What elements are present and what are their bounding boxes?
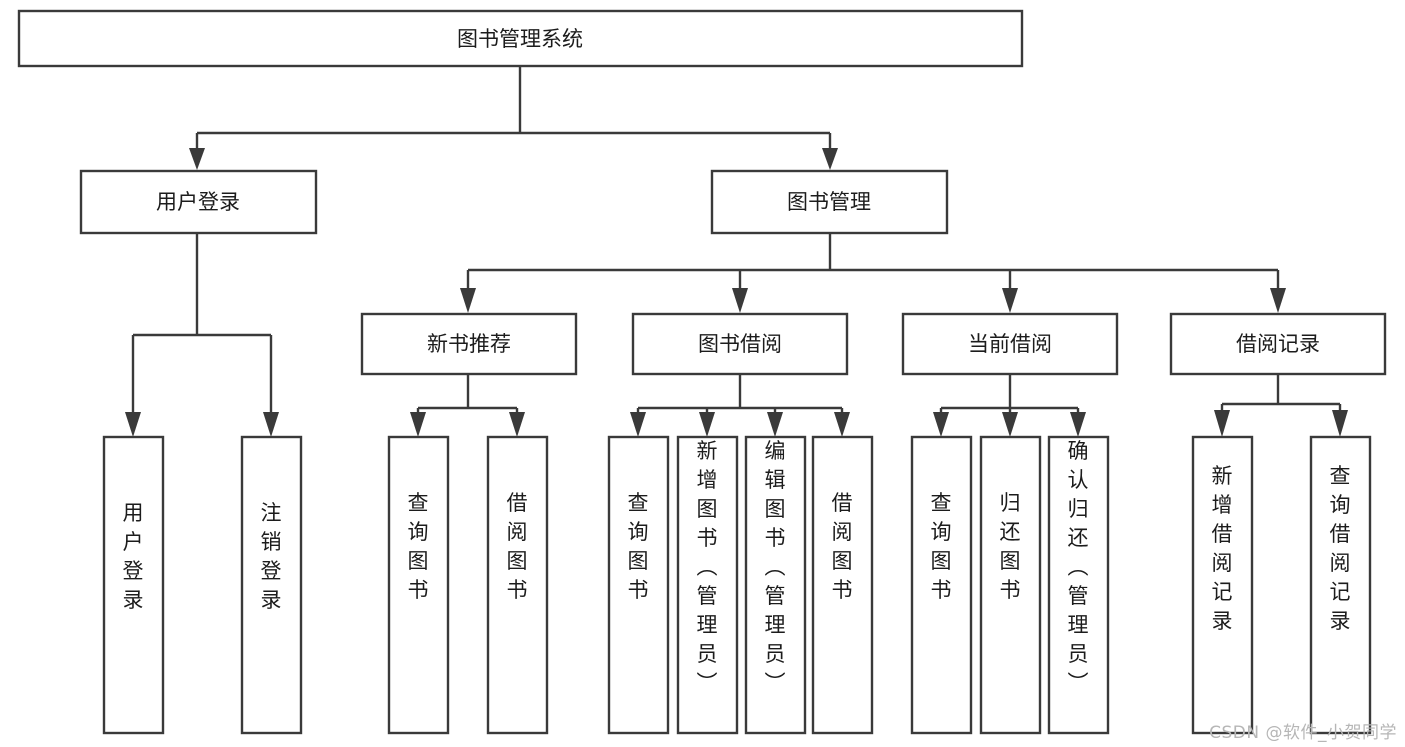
node-user-login[interactable]: 用户登录 [79, 169, 318, 235]
leaf-new-book-1-label: 查询图书 [408, 491, 429, 602]
arrow-user-login-leaf-2 [263, 412, 279, 437]
leaf-current-borrow-3-box[interactable] [1047, 435, 1110, 735]
node-book-management-box[interactable] [710, 169, 949, 235]
arrow-to-user-login [189, 148, 205, 170]
arrow-book-borrow-leaf-1 [630, 412, 646, 437]
arrow-book-borrow-leaf-3 [767, 412, 783, 437]
leaf-current-borrow-1[interactable]: 查询图书 [910, 435, 973, 735]
leaf-borrow-record-2[interactable]: 查询借阅记录 [1309, 435, 1372, 735]
node-borrow-record-box[interactable] [1169, 312, 1387, 376]
leaf-book-borrow-2-box[interactable] [676, 435, 739, 735]
arrow-to-borrow-record [1270, 288, 1286, 313]
connector-layer [125, 66, 1348, 437]
node-new-book-recommend-label: 新书推荐 [427, 332, 511, 356]
arrow-to-new-book [460, 288, 476, 313]
leaf-user-login-1-box[interactable] [102, 435, 165, 735]
arrow-new-book-leaf-1 [410, 412, 426, 437]
leaf-book-borrow-1-box[interactable] [607, 435, 670, 735]
leaf-new-book-2-label: 借阅图书 [507, 491, 528, 602]
arrow-to-current-borrow [1002, 288, 1018, 313]
node-root[interactable]: 图书管理系统 [17, 9, 1024, 68]
leaf-user-login-2[interactable]: 注销登录 [240, 435, 303, 735]
leaf-new-book-2[interactable]: 借阅图书 [486, 435, 549, 735]
leaf-current-borrow-1-label: 查询图书 [931, 491, 952, 602]
leaf-current-borrow-2-label: 归还图书 [1000, 491, 1021, 602]
leaf-borrow-record-2-box[interactable] [1309, 435, 1372, 735]
node-root-box[interactable] [17, 9, 1024, 68]
leaf-book-borrow-4-box[interactable] [811, 435, 874, 735]
arrow-new-book-leaf-2 [509, 412, 525, 437]
arrow-to-book-borrow [732, 288, 748, 313]
arrow-book-borrow-leaf-2 [699, 412, 715, 437]
node-new-book-recommend-box[interactable] [360, 312, 578, 376]
leaf-book-borrow-2[interactable]: 新增图书︵管理员︶ [676, 435, 739, 735]
node-book-management-label: 图书管理 [787, 190, 871, 214]
leaf-current-borrow-2[interactable]: 归还图书 [979, 435, 1042, 735]
node-borrow-record-label: 借阅记录 [1236, 332, 1320, 356]
arrow-current-borrow-leaf-1 [933, 412, 949, 437]
leaf-borrow-record-1-label: 新增借阅记录 [1212, 464, 1233, 633]
arrow-to-book-mgmt [822, 148, 838, 170]
leaf-borrow-record-1[interactable]: 新增借阅记录 [1191, 435, 1254, 735]
arrow-current-borrow-leaf-3 [1070, 412, 1086, 437]
leaf-user-login-2-box[interactable] [240, 435, 303, 735]
arrow-borrow-record-leaf-1 [1214, 410, 1230, 437]
leaf-book-borrow-1-label: 查询图书 [628, 491, 649, 602]
node-current-borrow-box[interactable] [901, 312, 1119, 376]
node-new-book-recommend[interactable]: 新书推荐 [360, 312, 578, 376]
node-book-management[interactable]: 图书管理 [710, 169, 949, 235]
node-root-label: 图书管理系统 [457, 27, 583, 51]
node-user-login-label: 用户登录 [156, 190, 240, 214]
leaf-book-borrow-1[interactable]: 查询图书 [607, 435, 670, 735]
leaf-book-borrow-3-box[interactable] [744, 435, 807, 735]
leaf-borrow-record-2-label: 查询借阅记录 [1330, 464, 1351, 633]
leaf-user-login-2-label: 注销登录 [261, 501, 282, 612]
leaf-borrow-record-1-box[interactable] [1191, 435, 1254, 735]
leaf-current-borrow-2-box[interactable] [979, 435, 1042, 735]
arrow-book-borrow-leaf-4 [834, 412, 850, 437]
arrow-user-login-leaf-1 [125, 412, 141, 437]
node-book-borrow-box[interactable] [631, 312, 849, 376]
leaf-book-borrow-3[interactable]: 编辑图书︵管理员︶ [744, 435, 807, 735]
leaf-user-login-1[interactable]: 用户登录 [102, 435, 165, 735]
leaf-book-borrow-4-label: 借阅图书 [832, 491, 853, 602]
leaf-new-book-1-box[interactable] [387, 435, 450, 735]
arrow-current-borrow-leaf-2 [1002, 412, 1018, 437]
node-current-borrow-label: 当前借阅 [968, 332, 1052, 356]
node-book-borrow-label: 图书借阅 [698, 332, 782, 356]
leaf-book-borrow-3-label: 编辑图书︵管理员︶ [765, 439, 786, 695]
node-book-borrow[interactable]: 图书借阅 [631, 312, 849, 376]
leaf-new-book-1[interactable]: 查询图书 [387, 435, 450, 735]
node-current-borrow[interactable]: 当前借阅 [901, 312, 1119, 376]
node-user-login-box[interactable] [79, 169, 318, 235]
arrow-borrow-record-leaf-2 [1332, 410, 1348, 437]
leaf-current-borrow-3[interactable]: 确认归还︵管理员︶ [1047, 435, 1110, 735]
leaf-current-borrow-1-box[interactable] [910, 435, 973, 735]
leaf-book-borrow-2-label: 新增图书︵管理员︶ [697, 439, 718, 695]
leaf-user-login-1-label: 用户登录 [123, 501, 144, 612]
node-borrow-record[interactable]: 借阅记录 [1169, 312, 1387, 376]
leaf-current-borrow-3-label: 确认归还︵管理员︶ [1068, 439, 1089, 695]
leaf-new-book-2-box[interactable] [486, 435, 549, 735]
leaf-book-borrow-4[interactable]: 借阅图书 [811, 435, 874, 735]
